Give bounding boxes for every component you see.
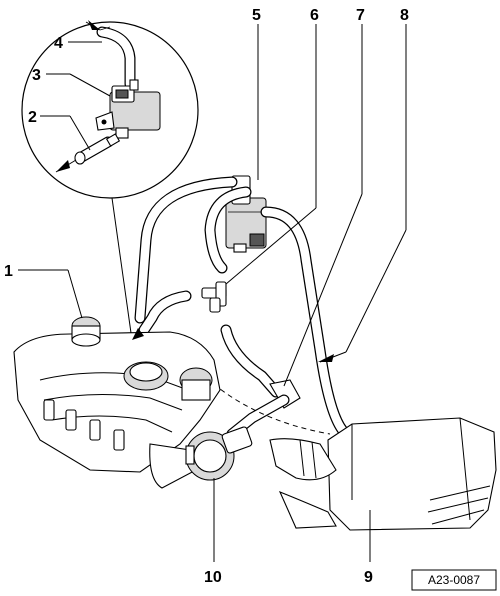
vacuum-pump-10	[185, 426, 253, 481]
callout-3: 3	[32, 67, 41, 84]
inset-hose-2	[74, 133, 121, 165]
callout-9: 9	[364, 569, 373, 586]
detail-inset	[21, 20, 199, 199]
callout-4: 4	[54, 35, 63, 52]
inset-arrow-upper	[85, 20, 101, 31]
callout-10: 10	[204, 569, 222, 586]
hose-8-arrow	[318, 351, 347, 363]
oil-filler-cap-1	[71, 316, 101, 347]
inset-valve-3	[95, 79, 161, 139]
air-cleaner-9	[269, 417, 497, 531]
callout-7: 7	[356, 7, 365, 24]
inset-leader-line	[111, 197, 133, 341]
injector-row	[43, 399, 125, 451]
engine-cylinder-head	[13, 316, 221, 489]
leader-lines	[18, 24, 407, 562]
dashed-routing-line	[199, 371, 331, 435]
inset-hose-4	[96, 26, 136, 90]
inset-arrow-lower	[55, 159, 77, 173]
reference-code: A23-0087	[428, 573, 480, 587]
callout-1: 1	[4, 263, 13, 280]
callout-8: 8	[400, 7, 409, 24]
callout-6: 6	[310, 7, 319, 24]
callout-2: 2	[28, 109, 37, 126]
t-piece-6	[201, 281, 227, 313]
vacuum-hoses	[134, 176, 352, 440]
engine-arrow	[132, 328, 144, 340]
reference-code-box: A23-0087	[411, 569, 497, 591]
callout-5: 5	[252, 7, 261, 24]
